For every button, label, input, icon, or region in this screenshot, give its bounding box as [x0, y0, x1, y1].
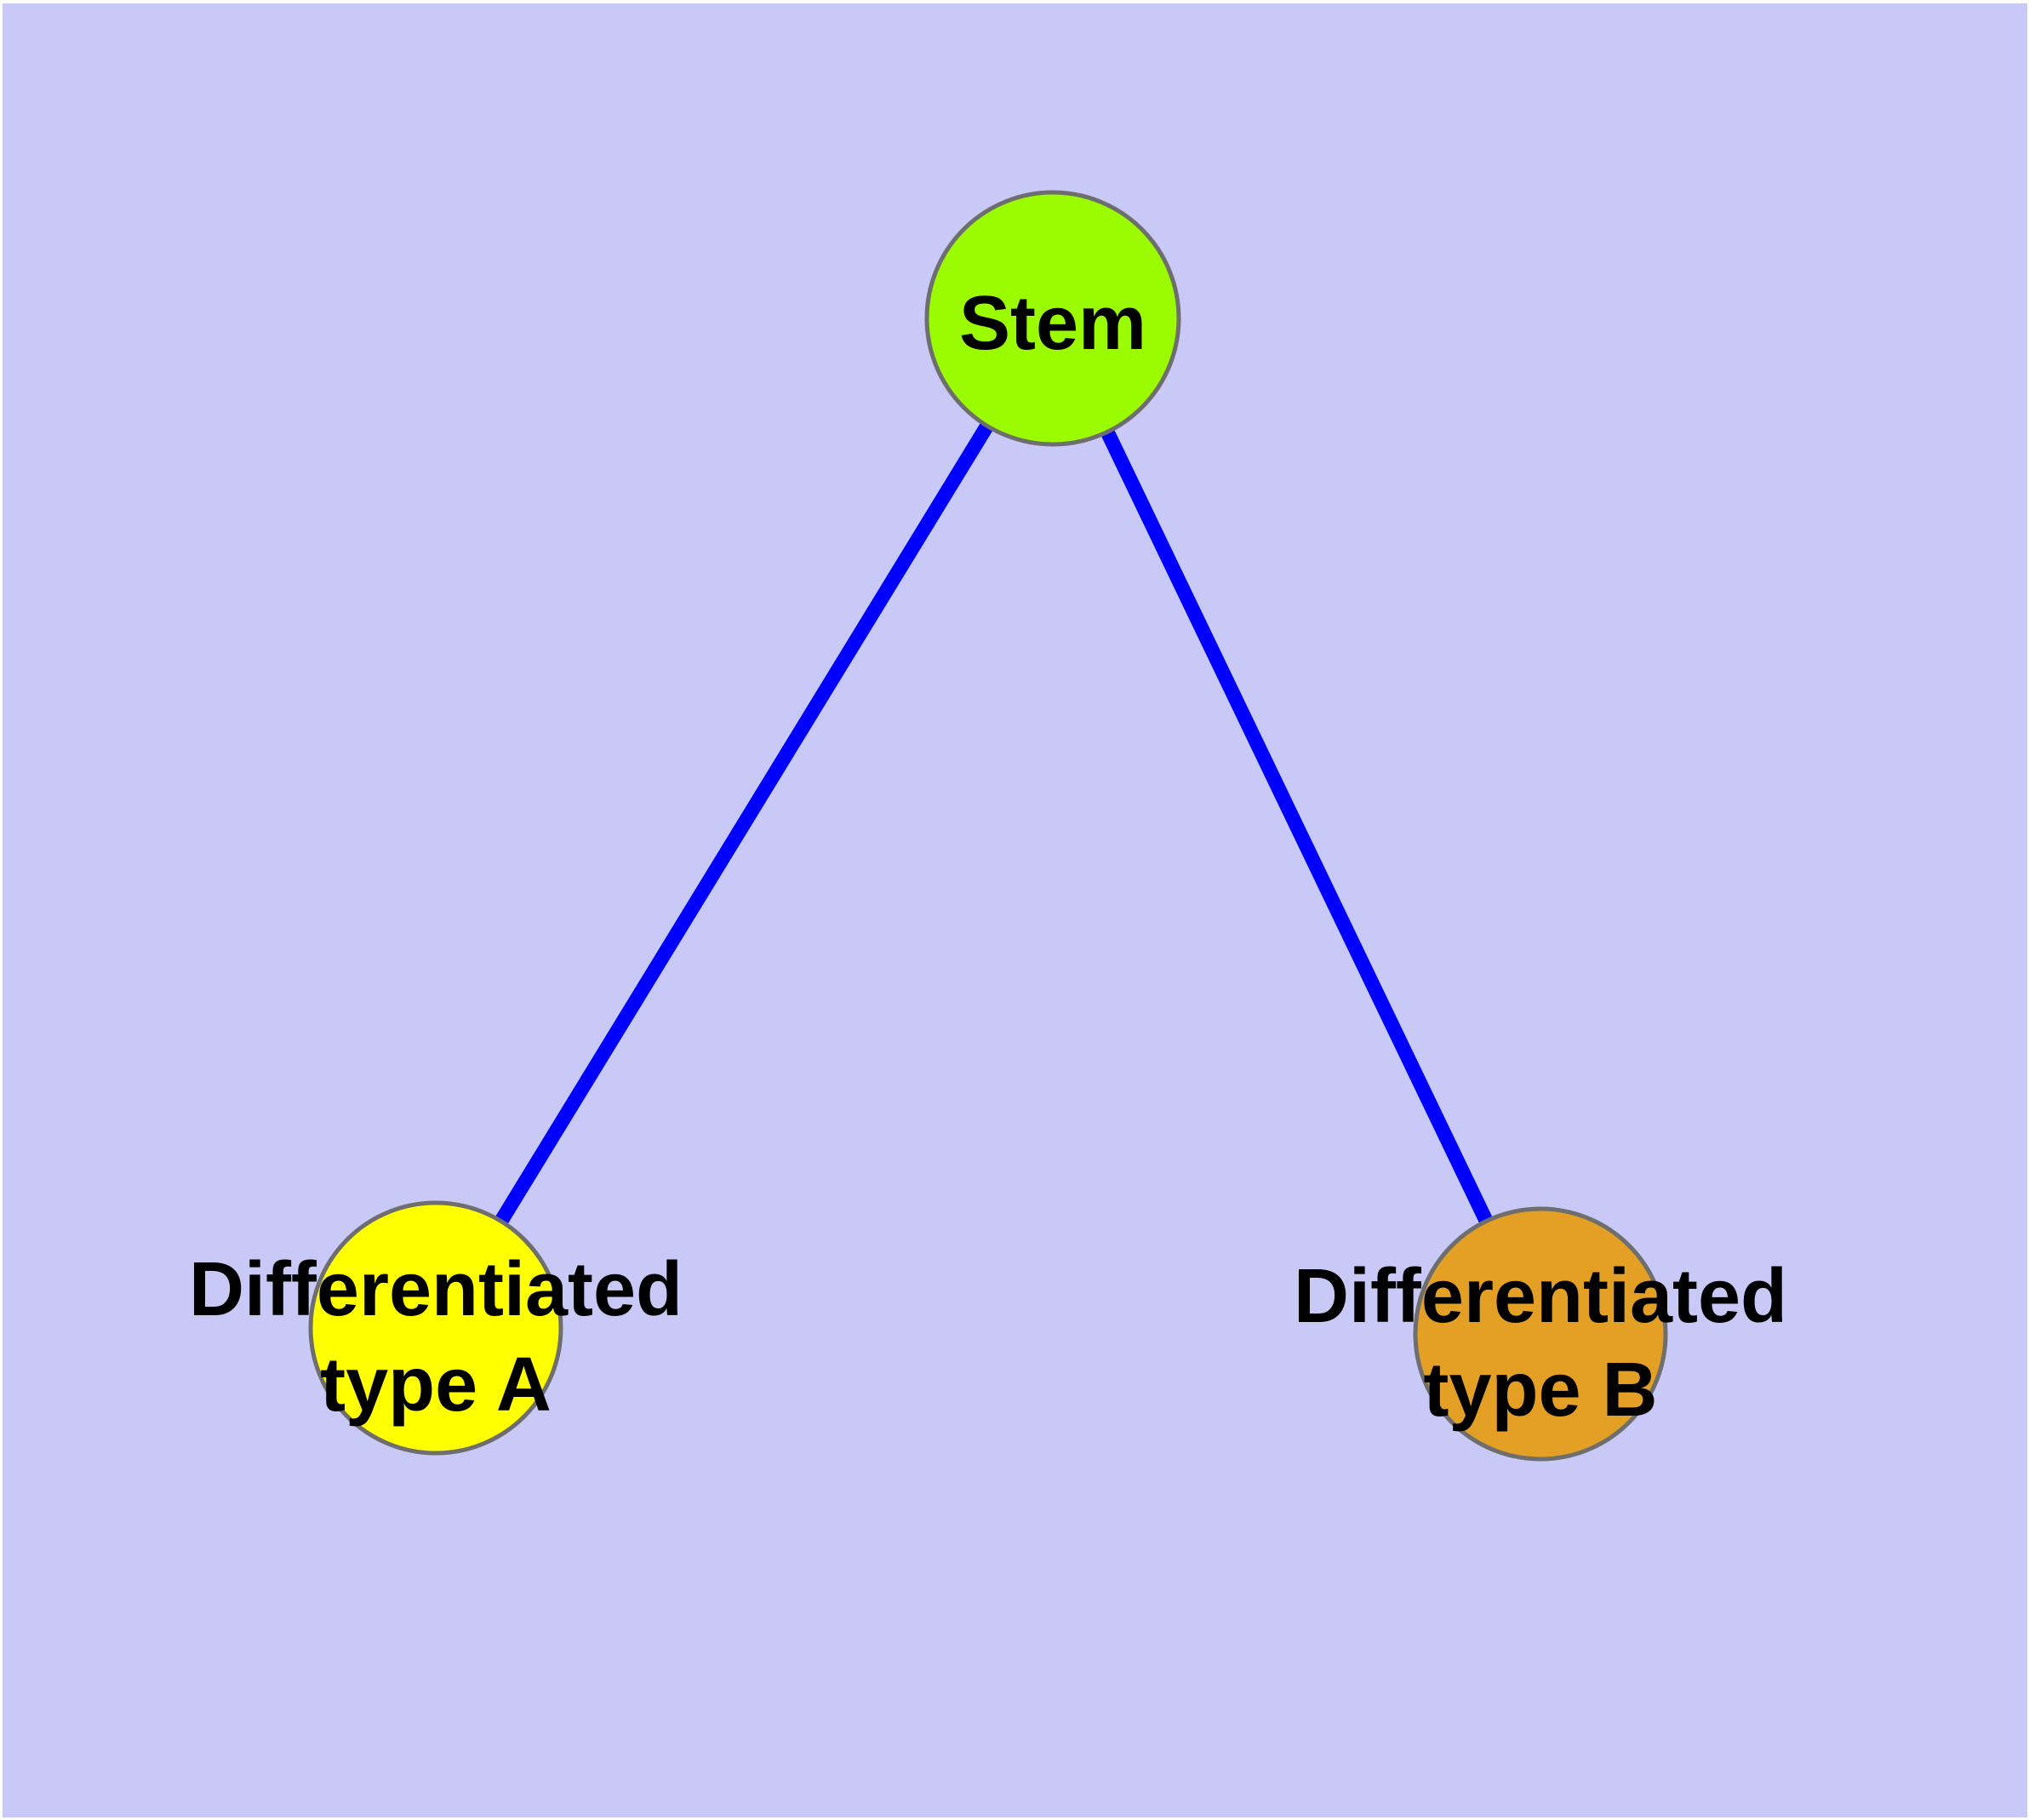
node-label-stem: Stem	[959, 281, 1146, 366]
node-label-type-b-line1: Differentiated	[1294, 1254, 1787, 1339]
node-differentiated-type-a	[308, 1200, 563, 1456]
edge-stem-to-type-a	[429, 314, 1060, 1332]
node-label-type-b-line2: type B	[1423, 1348, 1657, 1433]
node-label-type-a-line2: type A	[320, 1342, 552, 1428]
edge-stem-to-type-b	[1046, 315, 1547, 1337]
node-label-type-a-line1: Differentiated	[189, 1247, 683, 1332]
node-differentiated-type-b	[1413, 1206, 1668, 1462]
node-stem	[924, 190, 1181, 447]
